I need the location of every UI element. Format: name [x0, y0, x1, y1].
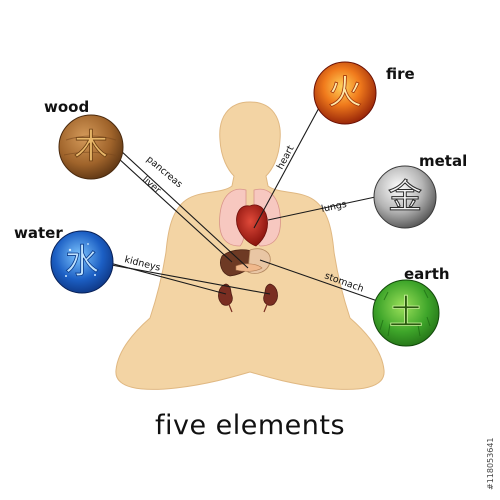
stock-id-watermark: #118053641: [486, 437, 495, 490]
connector-lines: [105, 105, 387, 305]
metal-element-icon: [373, 165, 437, 229]
organs: [218, 188, 281, 313]
line-metal-lungs: [267, 195, 381, 221]
element-water: 水 water: [14, 224, 114, 294]
fire-label: fire: [386, 65, 415, 83]
water-element-icon: [50, 230, 114, 294]
wood-label: wood: [44, 98, 89, 116]
organ-label-lungs: lungs: [320, 199, 347, 215]
organ-label-liver: liver: [140, 174, 163, 196]
kidney-right-organ: [263, 283, 278, 306]
element-earth: 土 earth: [372, 265, 450, 347]
water-label: water: [14, 224, 63, 242]
element-wood: 木 wood: [44, 98, 124, 180]
fire-element-icon: [313, 61, 377, 125]
heart-organ: [236, 204, 268, 247]
earth-glyph: 土: [389, 293, 423, 333]
fire-glyph: 火: [328, 73, 362, 113]
diagram-title: five elements: [154, 410, 346, 441]
element-fire: 火 fire: [313, 61, 415, 125]
wood-glyph: 木: [74, 127, 108, 167]
water-glyph: 水: [65, 242, 99, 282]
line-water-kidneys-2: [105, 263, 271, 295]
metal-glyph: 金: [388, 177, 422, 217]
element-metal: 金 metal: [373, 152, 467, 229]
line-fire-heart: [253, 105, 321, 229]
earth-label: earth: [404, 265, 450, 283]
wood-element-icon: [58, 114, 124, 180]
metal-label: metal: [419, 152, 467, 170]
line-wood-pancreas: [119, 149, 249, 269]
pancreas-organ: [235, 263, 263, 272]
line-wood-liver: [117, 157, 233, 263]
line-earth-stomach: [259, 259, 387, 305]
body-silhouette: [115, 101, 385, 390]
